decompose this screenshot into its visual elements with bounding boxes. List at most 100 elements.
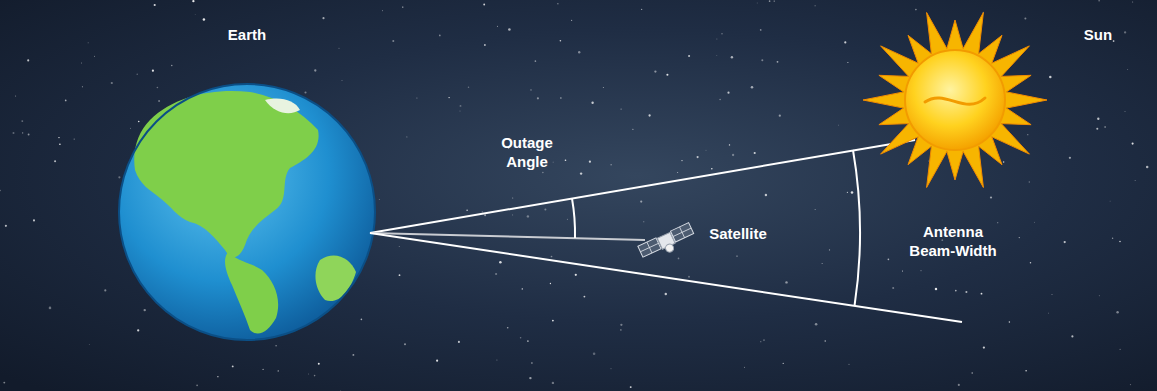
star <box>844 41 846 43</box>
star <box>560 97 562 99</box>
star <box>1113 40 1115 42</box>
star <box>542 172 543 173</box>
star <box>484 44 486 46</box>
star <box>1030 262 1031 263</box>
star <box>620 324 622 326</box>
star <box>275 345 277 347</box>
star <box>955 290 957 292</box>
star <box>1146 166 1149 169</box>
star <box>666 74 668 76</box>
star <box>552 161 554 163</box>
star <box>550 283 551 284</box>
star <box>1119 349 1120 350</box>
star <box>721 33 723 35</box>
star <box>551 256 553 258</box>
star <box>530 89 531 90</box>
star <box>756 2 758 4</box>
star <box>5 225 7 227</box>
star <box>137 329 139 331</box>
star <box>610 368 612 370</box>
star <box>1025 370 1026 371</box>
star <box>59 143 61 145</box>
star <box>1097 118 1099 120</box>
star <box>915 9 917 11</box>
star <box>777 61 779 63</box>
star <box>851 191 854 194</box>
star <box>416 97 417 98</box>
star <box>785 281 787 283</box>
star <box>688 55 690 57</box>
star <box>1064 241 1066 243</box>
star <box>971 372 973 374</box>
star <box>774 1 775 2</box>
star <box>1069 157 1071 159</box>
star <box>308 373 310 375</box>
star <box>824 340 825 341</box>
star <box>527 215 529 217</box>
star <box>118 176 120 178</box>
star <box>815 323 818 326</box>
star <box>439 35 441 37</box>
star <box>137 74 138 75</box>
star <box>529 377 531 379</box>
star <box>583 296 585 298</box>
star <box>535 60 537 62</box>
star <box>1127 69 1128 70</box>
star <box>678 258 680 260</box>
star <box>731 56 733 58</box>
star <box>338 48 339 49</box>
sun-line <box>370 140 915 233</box>
star <box>21 120 23 122</box>
star <box>0 190 1 192</box>
star <box>630 386 632 388</box>
star <box>1048 312 1050 314</box>
star <box>527 340 529 342</box>
star <box>779 115 781 117</box>
star <box>104 289 106 291</box>
star <box>847 62 848 63</box>
star <box>677 172 679 174</box>
star <box>1124 31 1126 33</box>
star <box>15 95 16 96</box>
star <box>697 156 699 158</box>
star <box>552 382 554 384</box>
star <box>194 14 196 16</box>
star <box>378 199 380 201</box>
star <box>404 343 406 345</box>
star <box>1049 76 1051 78</box>
star <box>557 3 558 4</box>
star <box>203 18 206 21</box>
star <box>81 62 83 64</box>
star <box>512 214 514 216</box>
star <box>196 385 198 387</box>
star <box>591 102 593 104</box>
star <box>1132 1 1134 3</box>
star <box>507 327 509 329</box>
star <box>1098 0 1099 1</box>
star <box>129 127 131 129</box>
star <box>508 28 511 31</box>
part-label: Satellite <box>688 224 788 243</box>
star <box>965 291 967 293</box>
star <box>152 70 154 72</box>
star <box>482 211 483 212</box>
star <box>402 6 403 7</box>
star <box>688 276 690 278</box>
star <box>567 219 568 220</box>
star <box>1003 161 1005 163</box>
star <box>217 376 218 377</box>
star <box>458 341 460 343</box>
star <box>537 97 539 99</box>
star <box>640 201 642 203</box>
star <box>304 91 306 93</box>
star <box>1019 237 1020 238</box>
star <box>1104 126 1106 128</box>
star <box>1029 181 1030 182</box>
star <box>58 137 59 138</box>
star <box>716 38 718 40</box>
sun-icon <box>863 13 1047 188</box>
star <box>727 92 729 94</box>
star <box>171 65 172 66</box>
star <box>22 132 23 133</box>
star <box>82 86 83 87</box>
